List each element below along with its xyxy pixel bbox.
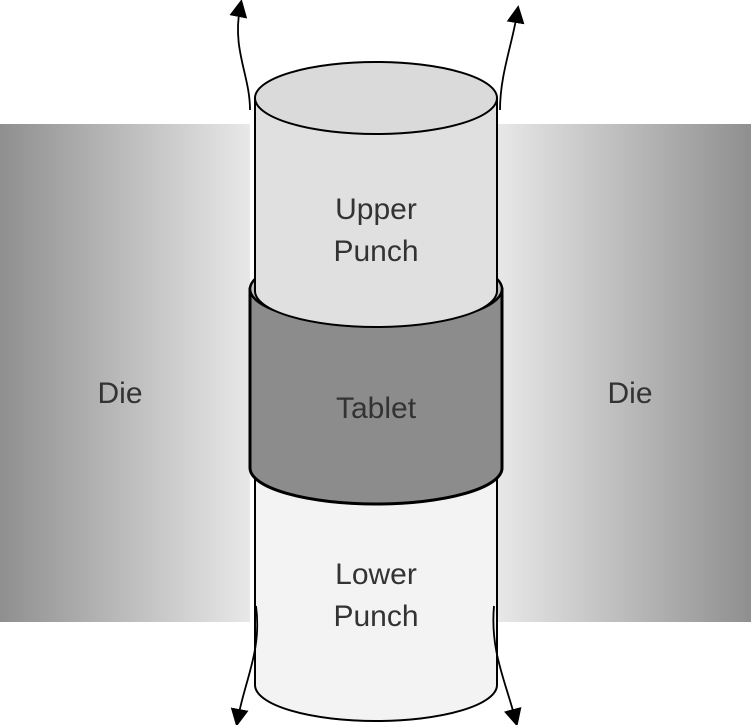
arrow-upper-left <box>229 0 251 111</box>
lower-punch-label-line1: Lower <box>335 558 417 591</box>
arrow-upper-right <box>499 5 525 111</box>
lower-punch <box>254 479 498 722</box>
upper-punch-label-line1: Upper <box>335 193 417 226</box>
arrow-lower-left <box>230 605 259 725</box>
tablet-label: Tablet <box>336 392 417 425</box>
die-left-label: Die <box>97 377 142 410</box>
die-right-label: Die <box>607 377 652 410</box>
die-right <box>497 124 751 622</box>
upper-punch-label-line2: Punch <box>333 235 418 268</box>
upper-punch <box>254 61 498 328</box>
arrow-lower-right <box>492 605 522 725</box>
curved-arrow-icon <box>229 0 525 725</box>
lower-punch-label-line2: Punch <box>333 600 418 633</box>
die-left <box>0 124 250 622</box>
